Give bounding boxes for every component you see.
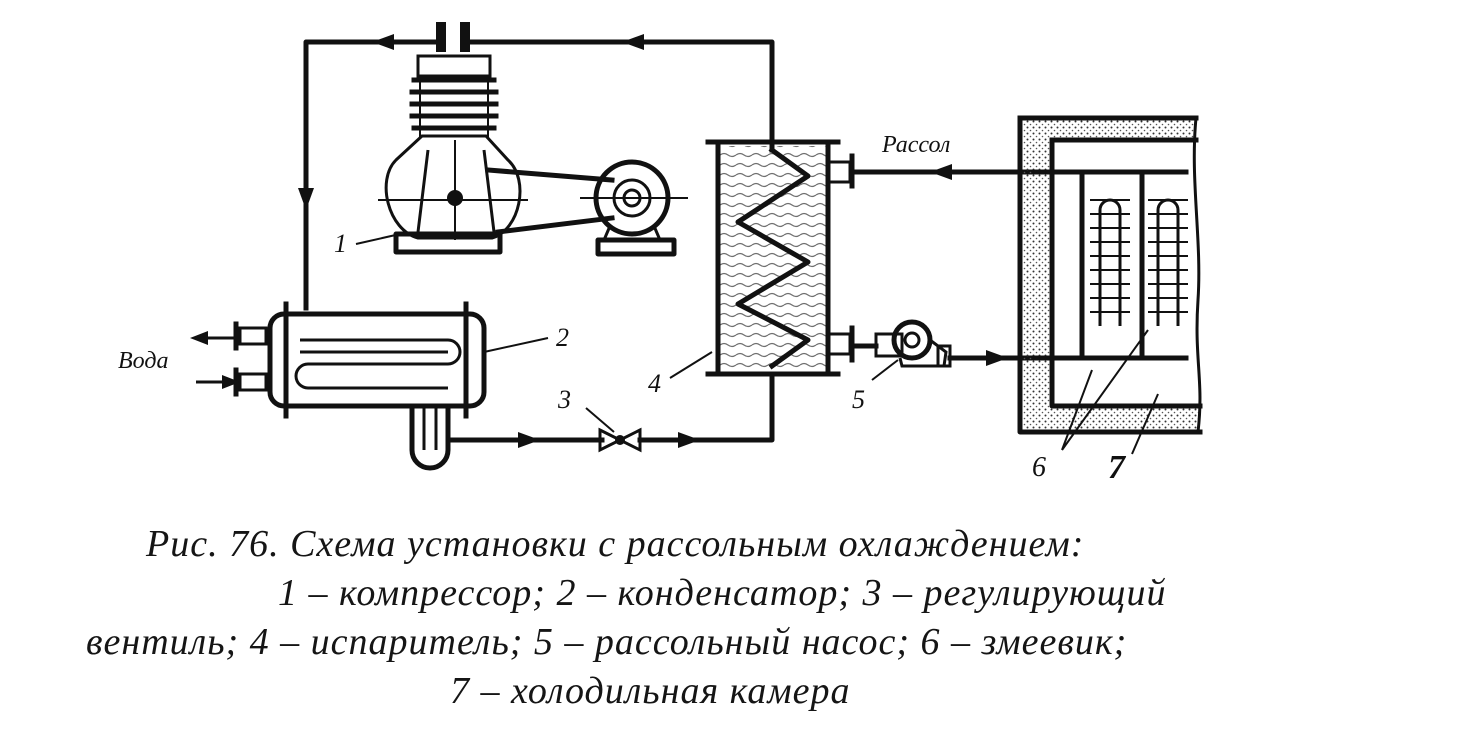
compressor [378, 22, 688, 257]
water-label: Вода [118, 348, 168, 374]
caption-line-2: 1 – компрессор; 2 – конденсатор; 3 – рег… [278, 572, 1167, 614]
brine-cooling-schematic: 1 Вода 2 3 [118, 22, 1203, 486]
coil [1031, 169, 1189, 361]
flow-arrow-icon [986, 350, 1008, 366]
regulating-valve: 3 [557, 385, 642, 453]
condenser [233, 301, 487, 471]
flow-arrow-icon [298, 188, 314, 210]
label-4: 4 [648, 351, 713, 398]
svg-text:7: 7 [1108, 449, 1127, 486]
flow-arrow-icon [678, 432, 700, 448]
flow-arrow-icon [518, 432, 540, 448]
brine-label: Рассол [881, 132, 950, 158]
svg-text:1: 1 [334, 229, 347, 258]
flow-arrow-icon [372, 34, 394, 50]
label-6: 6 [1032, 329, 1149, 483]
caption-line-4: 7 – холодильная камера [450, 670, 851, 712]
svg-text:2: 2 [556, 323, 569, 352]
water-lines: Вода [118, 331, 240, 389]
flow-arrow-icon [222, 375, 240, 389]
caption-line-3: вентиль; 4 – испаритель; 5 – рассольный … [86, 621, 1128, 663]
flow-arrow-icon [622, 34, 644, 50]
caption-line-1: Рис. 76. Схема установки с рассольным ох… [146, 523, 1085, 565]
label-1: 1 [334, 229, 401, 258]
label-2: 2 [483, 323, 569, 353]
figure-caption: Рис. 76. Схема установки с рассольным ох… [0, 522, 1478, 722]
svg-text:5: 5 [852, 385, 865, 414]
flow-arrow-icon [930, 164, 952, 180]
flow-arrow-icon [190, 331, 208, 345]
label-7: 7 [1108, 393, 1159, 486]
refrigerant-pipeline [298, 34, 775, 448]
svg-text:6: 6 [1032, 452, 1046, 483]
brine-lines: Рассол [851, 132, 1037, 366]
svg-text:3: 3 [557, 385, 571, 414]
svg-text:4: 4 [648, 369, 661, 398]
brine-pump: 5 [849, 319, 952, 414]
cold-chamber [1017, 115, 1203, 435]
evaporator [705, 139, 855, 377]
